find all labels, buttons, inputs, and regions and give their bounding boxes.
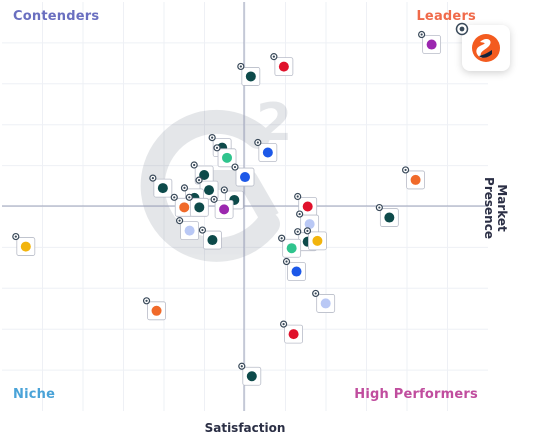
data-point[interactable] <box>213 144 237 168</box>
data-point[interactable] <box>280 320 304 344</box>
data-point[interactable] <box>375 203 399 227</box>
data-point-marker-center <box>233 165 237 169</box>
data-point-marker-center <box>215 146 219 149</box>
data-point[interactable] <box>149 174 173 198</box>
data-point-dot <box>302 201 313 212</box>
y-axis-label: Market Presence <box>482 177 509 239</box>
data-point-marker-center <box>404 168 407 172</box>
g2-watermark-icon: 2 <box>140 93 292 262</box>
data-point-marker-center <box>282 323 285 326</box>
data-point-dot <box>207 235 218 246</box>
data-point-marker-center <box>211 136 214 139</box>
data-point[interactable] <box>185 193 209 217</box>
data-point[interactable] <box>312 289 336 313</box>
data-point-marker-center <box>239 65 242 68</box>
data-points <box>12 30 442 386</box>
data-point-dot <box>286 243 297 254</box>
data-point-marker-center <box>183 186 186 190</box>
data-point-marker-center <box>151 176 154 180</box>
data-point[interactable] <box>303 227 327 251</box>
data-point-dot <box>157 183 168 194</box>
data-point-dot <box>262 147 273 158</box>
data-point[interactable] <box>198 226 222 250</box>
data-point-dot <box>199 170 210 181</box>
data-point-marker-center <box>296 230 299 233</box>
data-point-dot <box>304 219 315 230</box>
quadrant-label-contenders: Contenders <box>13 9 100 24</box>
data-point[interactable] <box>210 195 234 219</box>
data-point-dot <box>312 235 323 246</box>
data-point-dot <box>151 305 162 316</box>
data-point-marker-center <box>240 365 243 368</box>
data-point-marker-center <box>201 228 204 232</box>
data-point[interactable] <box>195 176 219 200</box>
data-point-marker-center <box>178 219 181 222</box>
data-point-marker-center <box>280 237 283 240</box>
data-point-dot <box>219 204 230 215</box>
featured-product-card[interactable] <box>462 25 510 71</box>
data-point-marker-center <box>197 179 201 182</box>
data-point-dot <box>246 371 257 382</box>
data-point-marker-center <box>314 292 317 295</box>
data-point-dot <box>288 329 299 340</box>
data-point-dot <box>426 39 437 50</box>
data-point-dot <box>194 202 205 213</box>
data-point-marker-center <box>145 299 148 302</box>
data-point-marker-center <box>420 33 423 36</box>
data-point-marker-center <box>213 198 216 201</box>
data-point[interactable] <box>418 30 442 54</box>
data-point-marker-center <box>173 196 176 199</box>
data-point[interactable] <box>12 232 36 256</box>
data-point-marker-center <box>306 229 309 232</box>
data-point-marker-center <box>272 55 275 58</box>
data-point-marker-center <box>14 235 17 238</box>
svg-text:2: 2 <box>256 93 292 153</box>
data-point-dot <box>278 61 289 72</box>
data-point-marker-center <box>193 163 196 167</box>
x-axis-label: Satisfaction <box>204 421 286 435</box>
data-point-dot <box>204 185 215 196</box>
data-point-dot <box>184 225 195 236</box>
data-point[interactable] <box>175 217 199 241</box>
quadrant-label-leaders: Leaders <box>416 9 476 24</box>
data-point[interactable] <box>142 297 166 321</box>
data-point-dot <box>179 202 190 213</box>
data-point-marker-center <box>223 188 226 192</box>
data-point[interactable] <box>254 138 278 162</box>
quadrant-label-high-performers: High Performers <box>354 387 478 402</box>
data-point-dot <box>240 172 250 183</box>
quadrant-label-niche: Niche <box>13 387 56 402</box>
data-point-marker-center <box>298 212 301 216</box>
data-point[interactable] <box>238 362 262 386</box>
data-point[interactable] <box>278 234 302 258</box>
data-point-marker-center <box>296 195 299 198</box>
data-point[interactable] <box>282 257 306 281</box>
data-point-dot <box>384 212 395 223</box>
data-point-dot <box>20 241 31 252</box>
data-point-marker-center <box>256 141 259 144</box>
data-point-marker-center <box>378 206 381 209</box>
data-point[interactable] <box>401 166 425 190</box>
data-point-marker-center <box>285 260 288 263</box>
s-swoosh-logo-icon <box>472 34 500 62</box>
featured-marker-icon <box>455 22 469 36</box>
data-point-dot <box>320 298 331 309</box>
data-point-dot <box>222 152 233 163</box>
data-point[interactable] <box>294 192 318 216</box>
data-point[interactable] <box>170 193 194 217</box>
data-point[interactable] <box>270 53 294 77</box>
data-point-marker-center <box>188 196 191 199</box>
data-point[interactable] <box>231 163 255 187</box>
data-point[interactable] <box>237 62 261 86</box>
data-point-dot <box>291 266 302 277</box>
data-point-dot <box>410 174 421 185</box>
data-point-dot <box>245 71 256 82</box>
